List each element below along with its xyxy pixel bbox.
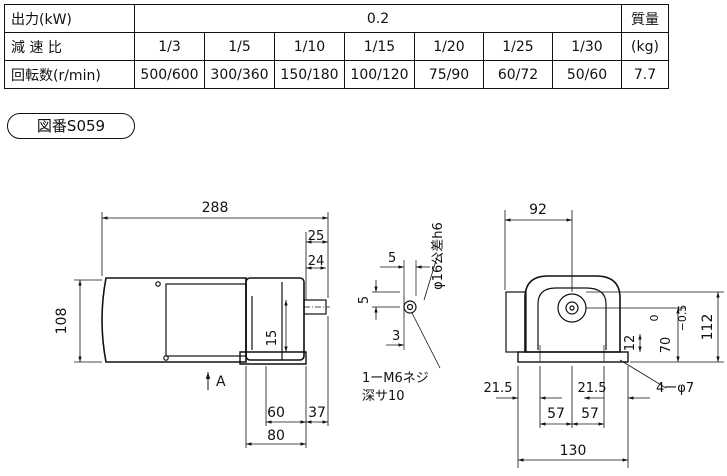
end-view xyxy=(505,275,629,363)
dim-24: 24 xyxy=(308,254,325,269)
ratio-4: 1/15 xyxy=(344,32,415,61)
end-shaft xyxy=(557,293,587,323)
gear-housing xyxy=(245,277,305,361)
figure-number-label: 図番S059 xyxy=(7,113,135,139)
speed-1: 500/600 xyxy=(134,60,205,89)
dim-70: 70 xyxy=(659,337,674,354)
speed-7: 50/60 xyxy=(552,60,622,89)
dim-key-5v: 5 xyxy=(357,296,372,304)
dim-25: 25 xyxy=(308,229,325,244)
dim-21-5-right: 21.5 xyxy=(578,381,607,396)
view-a-label: A xyxy=(216,374,226,390)
tap-depth: 深サ10 xyxy=(362,389,405,404)
dim-12: 12 xyxy=(623,335,638,352)
output-label: 出力(kW) xyxy=(4,4,135,33)
ratio-label: 減 速 比 xyxy=(4,32,135,61)
end-frame xyxy=(524,275,621,353)
tol-lower: −0.5 xyxy=(676,305,689,332)
speed-2: 300/360 xyxy=(204,60,275,89)
side-view xyxy=(101,277,330,365)
end-base xyxy=(517,351,629,363)
speed-6: 60/72 xyxy=(483,60,553,89)
mass-unit: (kg) xyxy=(621,32,669,61)
holes-spec: 4ーφ7 xyxy=(656,381,694,396)
tap-spec: 1ーM6ネジ xyxy=(362,371,429,386)
speed-5: 75/90 xyxy=(414,60,484,89)
row-speed: 回転数(r/min) 500/600 300/360 150/180 100/1… xyxy=(4,60,669,89)
dim-80: 80 xyxy=(267,428,285,444)
mass-value: 7.7 xyxy=(621,60,669,89)
row-output: 出力(kW) 0.2 質量 xyxy=(4,4,669,33)
shaft-detail xyxy=(372,253,441,369)
speed-3: 150/180 xyxy=(274,60,345,89)
dim-15: 15 xyxy=(265,330,280,347)
ratio-3: 1/10 xyxy=(274,32,345,61)
dim-60: 60 xyxy=(267,405,285,421)
spec-table: 出力(kW) 0.2 質量 減 速 比 1/3 1/5 1/10 1/15 1/… xyxy=(4,4,669,89)
side-base xyxy=(239,351,307,365)
speed-4: 100/120 xyxy=(344,60,415,89)
dim-112: 112 xyxy=(700,314,716,341)
ratio-6: 1/25 xyxy=(483,32,553,61)
dim-37: 37 xyxy=(308,405,326,421)
dim-108: 108 xyxy=(54,308,70,335)
shaft-diameter: φ16公差h6 xyxy=(431,222,446,290)
motor-body xyxy=(101,277,247,363)
dim-288: 288 xyxy=(202,200,229,216)
dim-130: 130 xyxy=(560,443,587,459)
dim-key-3: 3 xyxy=(392,329,400,344)
dim-92: 92 xyxy=(529,202,547,218)
dim-21-5-left: 21.5 xyxy=(484,381,513,396)
output-value: 0.2 xyxy=(134,4,622,33)
motor-flange xyxy=(165,283,247,357)
ratio-7: 1/30 xyxy=(552,32,622,61)
dim-57-right: 57 xyxy=(581,406,599,422)
row-ratio: 減 速 比 1/3 1/5 1/10 1/15 1/20 1/25 1/30 (… xyxy=(4,32,669,61)
ratio-5: 1/20 xyxy=(414,32,484,61)
dim-57-left: 57 xyxy=(547,406,565,422)
dim-key-5h: 5 xyxy=(388,251,396,266)
tol-upper: 0 xyxy=(648,315,661,322)
speed-label: 回転数(r/min) xyxy=(4,60,135,89)
